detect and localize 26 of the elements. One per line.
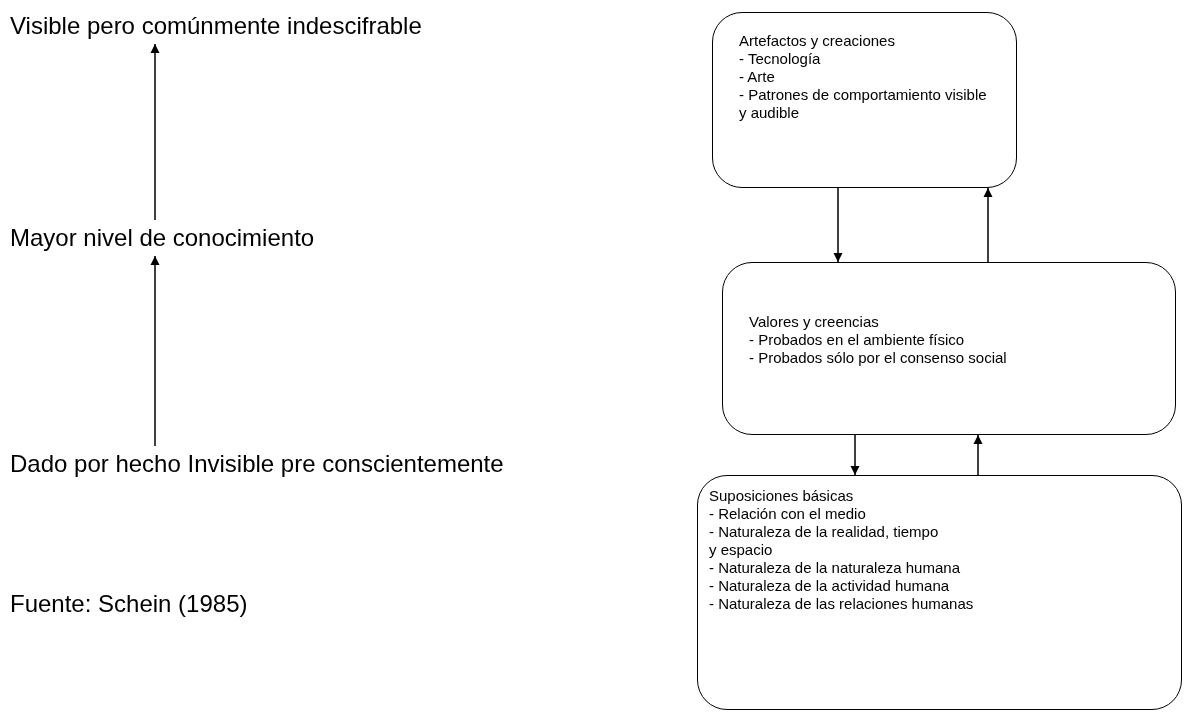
arrow (983, 187, 993, 263)
arrow (973, 434, 983, 476)
source-note: Fuente: Schein (1985) (10, 590, 248, 618)
box-heading: Valores y creencias (749, 313, 879, 331)
arrow (150, 43, 160, 221)
list-item: - Naturaleza de las relaciones humanas (709, 595, 974, 613)
list-item: - Probados sólo por el consenso social (749, 349, 1007, 367)
list-item: - Probados en el ambiente físico (749, 331, 965, 349)
box-heading: Suposiciones básicas (709, 487, 854, 505)
list-item: - Naturaleza de la realidad, tiempo y espacio (709, 523, 939, 559)
process-box (722, 262, 1176, 435)
arrow (150, 255, 160, 447)
list-item: - Naturaleza de la naturaleza humana (709, 559, 960, 577)
level-label: Visible pero comúnmente indescifrable (10, 12, 422, 39)
list-item: - Patrones de comportamiento visible y audible (739, 86, 988, 122)
process-box (697, 475, 1182, 710)
arrow (833, 187, 843, 263)
level-label: Mayor nivel de conocimiento (10, 224, 315, 251)
level-label: Dado por hecho Invisible pre conscientemente (10, 450, 504, 477)
list-item: - Arte (739, 68, 775, 86)
box-heading: Artefactos y creaciones (739, 32, 895, 50)
process-box (712, 12, 1017, 188)
list-item: - Naturaleza de la actividad humana (709, 577, 950, 595)
list-item: - Relación con el medio (709, 505, 866, 523)
list-item: - Tecnología (739, 50, 821, 68)
arrow (850, 434, 860, 476)
